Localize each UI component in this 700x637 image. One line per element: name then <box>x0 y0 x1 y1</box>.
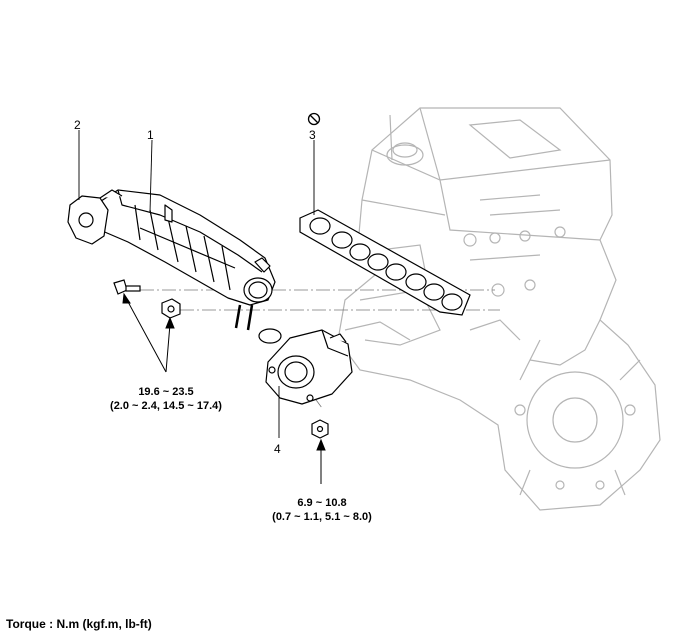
throttle-body <box>265 329 353 405</box>
callout-3: 3 <box>309 128 316 142</box>
callout-1: 1 <box>147 128 154 142</box>
manifold-bolt <box>113 279 141 295</box>
leader-lines <box>78 130 315 438</box>
torque-manifold-value: 19.6 ~ 23.5 <box>138 386 194 398</box>
torque-spec-manifold: 19.6 ~ 23.5 (2.0 ~ 2.4, 14.5 ~ 17.4) <box>96 385 236 413</box>
manifold-fitting <box>67 189 123 245</box>
callout-2: 2 <box>74 118 81 132</box>
engine-block <box>337 107 661 511</box>
throttle-nut <box>311 419 329 439</box>
intake-manifold <box>94 189 276 331</box>
torque-arrows <box>122 292 326 484</box>
throttle-o-ring <box>258 328 282 344</box>
torque-throttle-value: 6.9 ~ 10.8 <box>297 497 347 509</box>
manifold-nut <box>161 298 181 319</box>
torque-manifold-units: (2.0 ~ 2.4, 14.5 ~ 17.4) <box>110 400 222 412</box>
torque-spec-throttle: 6.9 ~ 10.8 (0.7 ~ 1.1, 5.1 ~ 8.0) <box>252 496 392 524</box>
callout-4: 4 <box>274 442 281 456</box>
do-not-reuse-icon <box>307 112 321 126</box>
torque-throttle-units: (0.7 ~ 1.1, 5.1 ~ 8.0) <box>272 511 372 523</box>
intake-gasket <box>299 209 471 316</box>
torque-legend: Torque : N.m (kgf.m, lb-ft) <box>6 617 152 631</box>
